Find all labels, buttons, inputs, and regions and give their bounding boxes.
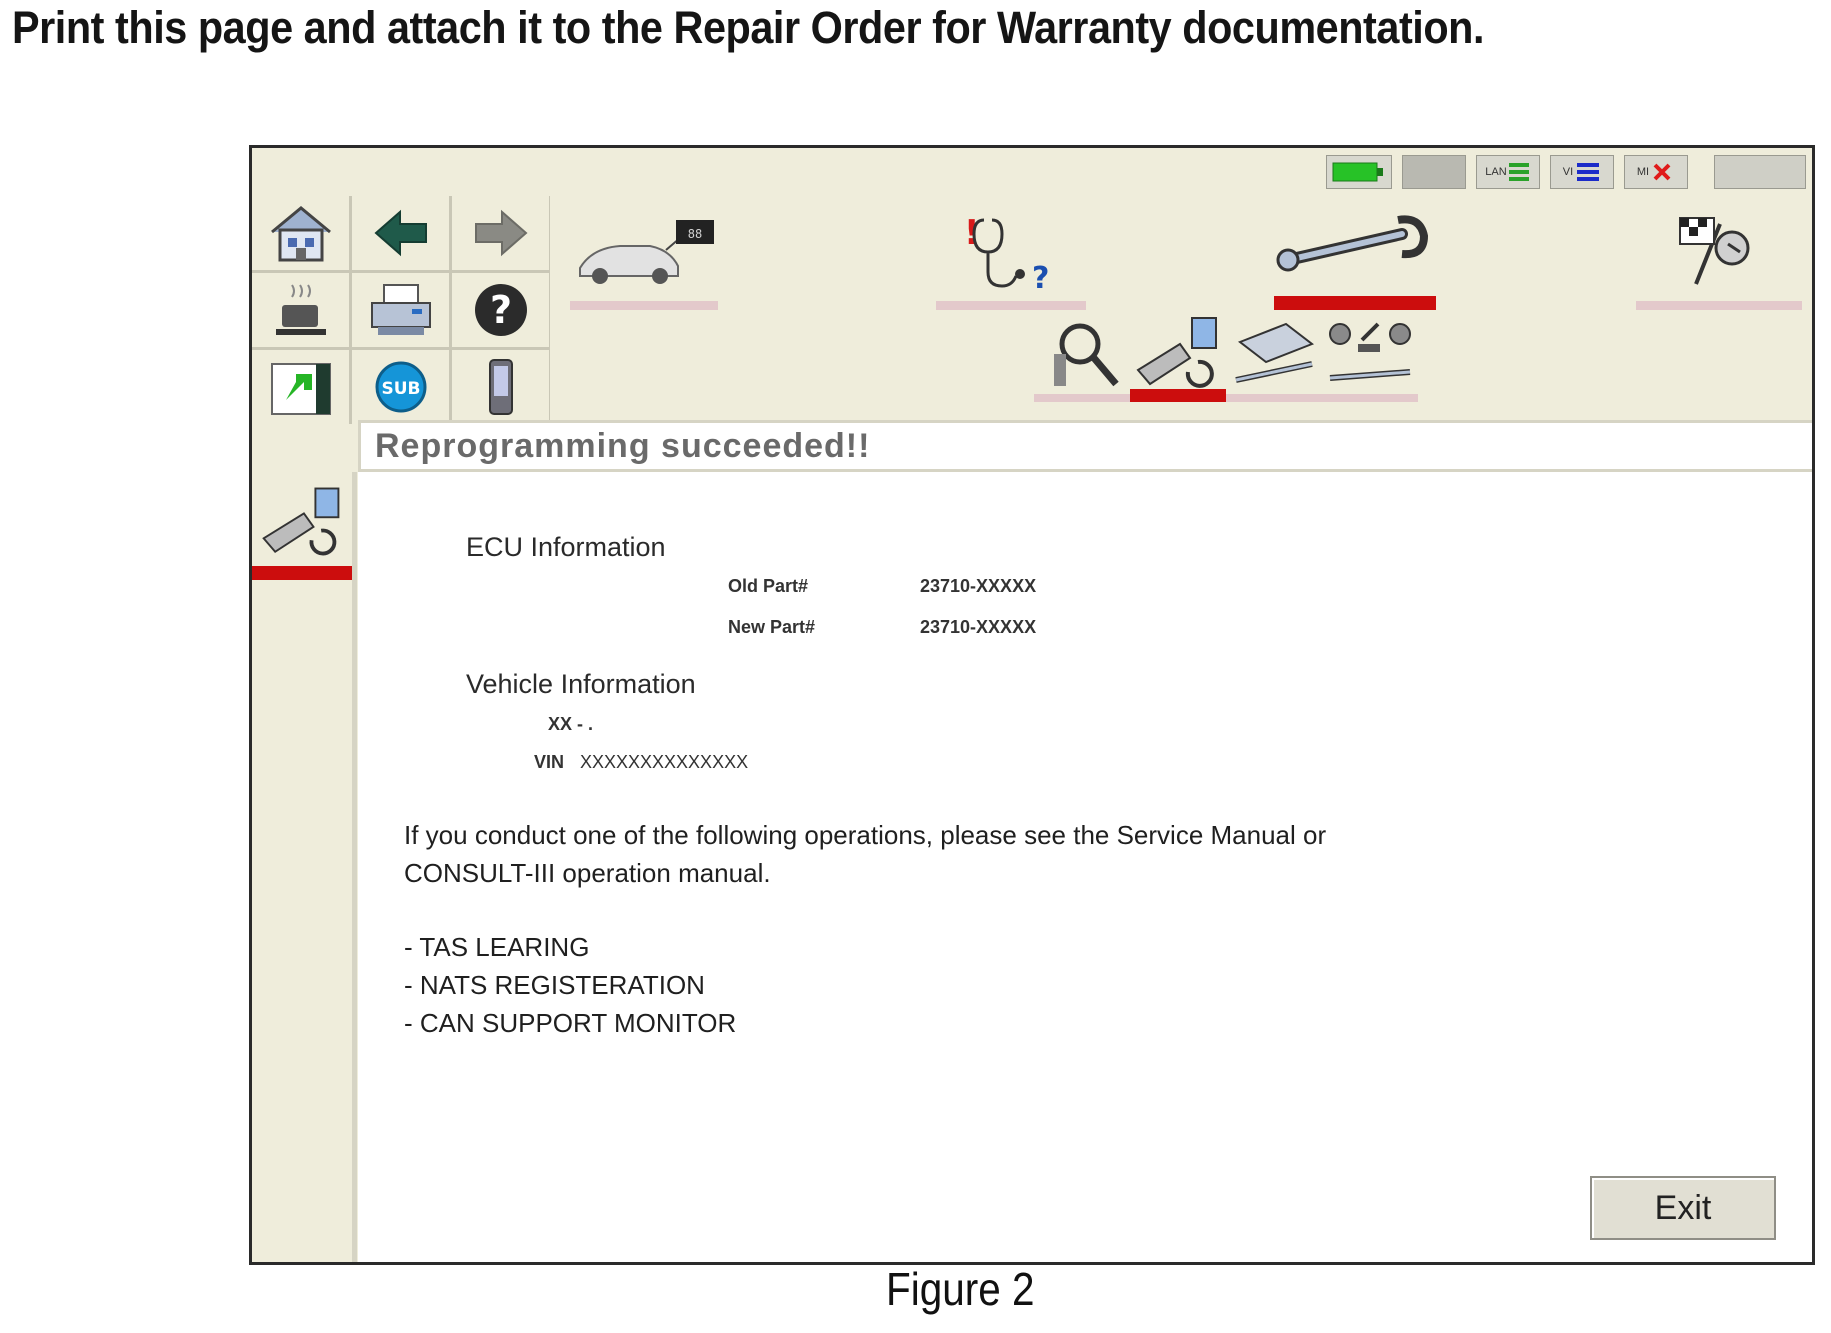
vi-label: VI: [1562, 166, 1574, 178]
ecu-info-heading: ECU Information: [466, 532, 666, 562]
vehicle-info-heading: Vehicle Information: [466, 669, 696, 699]
print-button[interactable]: [352, 273, 449, 347]
tab-diagnosis[interactable]: !?: [936, 208, 1086, 310]
notice-line-2: CONSULT-III operation manual.: [404, 858, 771, 888]
screen-capture-button[interactable]: [252, 350, 349, 424]
vin-value: XXXXXXXXXXXXXX: [580, 752, 749, 772]
side-divider: [352, 472, 357, 1262]
subtab-ecu-tools[interactable]: [1226, 314, 1322, 402]
coffee-button[interactable]: [252, 273, 349, 347]
result-title-bar: Reprogramming succeeded!!: [358, 420, 1812, 472]
svg-text:SUB: SUB: [381, 379, 420, 399]
vi-indicator-icon: VI: [1550, 155, 1614, 189]
result-title: Reprogramming succeeded!!: [375, 426, 871, 465]
subtab-reprogramming[interactable]: [1130, 314, 1226, 402]
forward-arrow-icon: [474, 209, 528, 257]
status-strip: LAN VI MI: [1326, 152, 1806, 192]
coffee-icon: [275, 284, 326, 335]
operation-item: - NATS REGISTERATION: [404, 970, 705, 1000]
vehicle-connect-icon: 88: [579, 220, 714, 284]
status-indicator-blank-2: [1714, 155, 1806, 189]
vin-label: VIN: [534, 752, 565, 772]
sub-icon: SUB: [375, 361, 426, 413]
help-icon: ?: [474, 284, 527, 336]
screen-capture-icon: [270, 363, 331, 415]
operation-item: - CAN SUPPORT MONITOR: [404, 1008, 737, 1038]
work-support-icon: [1276, 215, 1429, 272]
exit-button[interactable]: Exit: [1590, 1176, 1776, 1240]
toolbar-grid: ? SUB: [252, 196, 550, 424]
data-monitor-icon: [1054, 323, 1119, 387]
instruction-text: Print this page and attach it to the Rep…: [12, 2, 1485, 53]
operation-item: - TAS LEARING: [404, 932, 590, 962]
home-icon: [270, 206, 331, 262]
parts-settings-icon: [1329, 322, 1411, 381]
tab-work-support[interactable]: [1274, 208, 1436, 310]
old-part-label: Old Part#: [728, 576, 809, 596]
status-indicator-blank: [1402, 155, 1466, 189]
ecu-tools-icon: [1235, 322, 1315, 383]
battery-indicator-icon: [1326, 155, 1392, 189]
figure-caption: Figure 2: [886, 1263, 1035, 1315]
tab-special-function[interactable]: [1636, 208, 1802, 310]
racing-flag-icon: [1679, 217, 1750, 285]
side-reprogramming-button[interactable]: [252, 480, 352, 566]
lan-label: LAN: [1485, 166, 1507, 178]
svg-text:88: 88: [688, 227, 702, 241]
mi-label: MI: [1636, 166, 1650, 178]
diagnosis-icon: !?: [964, 213, 1049, 296]
old-part-value: 23710-XXXXX: [920, 576, 1037, 596]
back-arrow-icon: [373, 209, 427, 257]
new-part-label: New Part#: [728, 617, 816, 637]
reprogramming-icon: [1136, 317, 1217, 388]
home-button[interactable]: [252, 196, 349, 270]
mi-indicator-icon: MI: [1624, 155, 1688, 189]
printer-icon: [370, 284, 431, 335]
content-area: ECU Information Old Part# 23710-XXXXX Ne…: [358, 472, 1812, 1262]
sub-button[interactable]: SUB: [352, 350, 449, 424]
vehicle-model: XX - .: [548, 714, 594, 734]
consult-window: LAN VI MI ?: [249, 145, 1815, 1265]
subtab-data-monitor[interactable]: [1034, 314, 1130, 402]
side-active-indicator: [252, 566, 352, 580]
subtab-parts-settings[interactable]: [1322, 314, 1418, 402]
tab-vehicle-connect[interactable]: 88: [570, 208, 718, 310]
lan-indicator-icon: LAN: [1476, 155, 1540, 189]
svg-text:?: ?: [1032, 261, 1049, 296]
phone-button[interactable]: [452, 350, 549, 424]
notice-line-1: If you conduct one of the following oper…: [404, 820, 1327, 850]
back-button[interactable]: [352, 196, 449, 270]
new-part-value: 23710-XXXXX: [920, 617, 1037, 637]
forward-button[interactable]: [452, 196, 549, 270]
help-button[interactable]: ?: [452, 273, 549, 347]
reprogramming-icon: [262, 487, 340, 556]
svg-text:?: ?: [489, 288, 511, 332]
phone-icon: [488, 359, 513, 415]
